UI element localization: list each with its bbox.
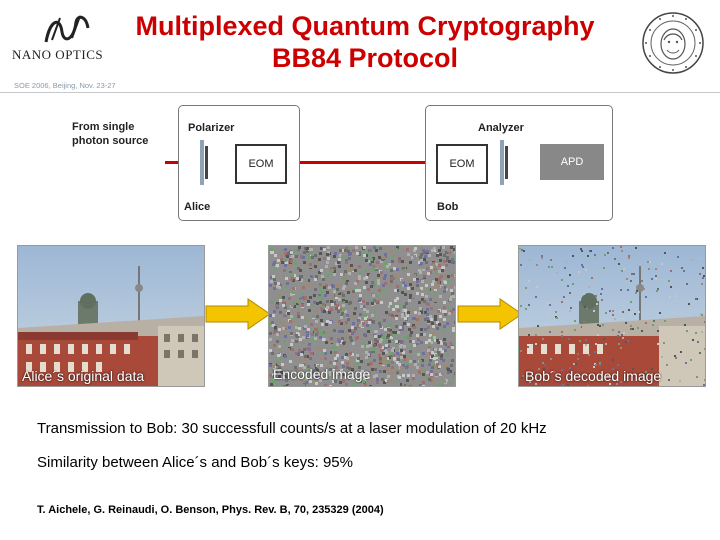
page-title: Multiplexed Quantum Cryptography BB84 Pr… (120, 10, 610, 74)
header-divider (0, 92, 720, 93)
laser-beam (165, 161, 545, 164)
analyzer-plate (500, 140, 504, 185)
encoded-image: Encoded image (268, 245, 456, 387)
analyzer-plate-rear (505, 146, 508, 179)
transmission-text: Transmission to Bob: 30 successfull coun… (37, 420, 547, 437)
alice-original-image: Alice´s original data (17, 245, 205, 387)
similarity-text: Similarity between Alice´s and Bob´s key… (37, 454, 353, 471)
arrow-right-icon (205, 298, 271, 330)
encoded-caption: Encoded image (273, 366, 371, 382)
title-line-2: BB84 Protocol (271, 43, 459, 73)
nano-optics-logo (20, 10, 130, 70)
bob-eom: EOM (436, 144, 488, 184)
arrow-right-icon (457, 298, 523, 330)
polarizer-plate (200, 140, 204, 185)
setup-diagram: From single photon source Polarizer Alic… (60, 100, 620, 225)
bob-caption: Bob´s decoded image (525, 368, 662, 384)
alice-caption: Alice´s original data (22, 368, 145, 384)
analyzer-label: Analyzer (478, 122, 524, 134)
alice-eom: EOM (235, 144, 287, 184)
apd-detector: APD (540, 144, 604, 180)
reference-citation: T. Aichele, G. Reinaudi, O. Benson, Phys… (37, 504, 384, 516)
logo-text: NANO OPTICS (12, 47, 104, 62)
alice-label: Alice (184, 201, 211, 213)
conference-label: SOE 2006, Beijing, Nov. 23-27 (14, 81, 116, 90)
bob-label: Bob (437, 201, 459, 213)
university-seal (640, 10, 706, 76)
title-line-1: Multiplexed Quantum Cryptography (135, 11, 595, 41)
source-label: From single photon source (72, 121, 149, 147)
polarizer-plate-rear (205, 146, 208, 179)
bob-decoded-image: Bob´s decoded image (518, 245, 706, 387)
polarizer-label: Polarizer (188, 122, 235, 134)
